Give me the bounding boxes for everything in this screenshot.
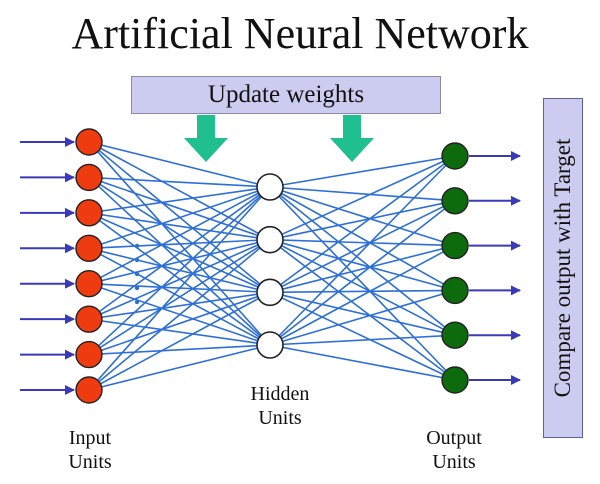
connection-input-5-hidden-1 [88,186,271,285]
connection-hidden-4-output-6 [269,344,456,381]
input-node-5 [75,270,103,298]
connection-hidden-3-output-6 [269,291,456,381]
connection-hidden-3-output-2 [269,200,456,294]
output-units-label: Output Units [394,426,514,474]
connection-input-7-hidden-1 [88,186,271,356]
connection-input-1-hidden-1 [88,141,271,188]
hidden-units-label-line1: Hidden [250,383,310,405]
ellipsis-dot-5 [134,299,140,305]
connection-hidden-2-output-4 [269,238,456,292]
connection-hidden-3-output-4 [269,289,456,294]
connection-hidden-1-output-2 [269,186,456,202]
connection-input-2-hidden-2 [88,176,271,241]
connection-input-4-hidden-1 [88,186,271,250]
output-node-1 [441,142,469,170]
connection-hidden-1-output-6 [269,186,456,381]
input-node-6 [75,305,103,333]
update-arrows-layer [184,115,374,162]
output-node-6 [441,366,469,394]
connections-layer [88,141,456,391]
diagram-title: Artificial Neural Network [71,9,529,58]
output-units-label-line2: Units [432,451,476,473]
connection-hidden-3-output-5 [269,291,456,336]
connection-input-6-hidden-2 [88,238,271,320]
connection-hidden-1-output-3 [269,186,456,247]
input-node-2 [75,163,103,192]
output-node-4 [441,276,469,305]
connection-hidden-1-output-4 [269,186,456,292]
connection-hidden-1-output-1 [269,155,456,188]
output-units-label-line1: Output [426,427,482,449]
connection-hidden-4-output-1 [269,155,456,346]
connection-input-8-hidden-4 [88,344,271,391]
connection-input-8-hidden-2 [88,239,271,391]
connection-hidden-1-output-5 [269,186,456,336]
nodes-layer [75,128,469,404]
connection-hidden-4-output-3 [269,244,456,346]
connection-input-1-hidden-2 [88,141,271,241]
connection-hidden-2-output-1 [269,155,456,241]
connection-hidden-2-output-2 [269,200,456,241]
connection-input-7-hidden-2 [88,238,271,356]
connection-input-6-hidden-1 [88,186,271,320]
input-node-7 [75,340,103,369]
input-units-label-line1: Input [68,427,112,449]
ellipsis-dots [134,243,140,305]
connection-hidden-2-output-6 [269,239,456,381]
hidden-node-2 [256,225,284,254]
connection-input-6-hidden-4 [88,318,271,346]
connection-input-8-hidden-3 [88,291,271,391]
output-node-5 [441,321,469,349]
connection-input-6-hidden-3 [88,291,271,320]
connection-hidden-4-output-4 [269,289,456,346]
ellipsis-dot-2 [134,257,140,263]
update-arrow-1 [184,115,228,162]
hidden-units-label: Hidden Units [215,382,345,430]
update-arrow-2 [330,115,374,162]
hidden-node-3 [256,278,284,307]
input-units-label-line2: Units [68,451,112,473]
hidden-units-label-line2: Units [258,407,302,429]
connection-input-3-hidden-1 [88,186,271,214]
input-node-1 [75,128,103,156]
hidden-node-1 [256,173,284,201]
connection-hidden-4-output-2 [269,200,456,346]
connection-hidden-3-output-1 [269,155,456,293]
input-units-label: Input Units [30,426,150,474]
update-weights-box: Update weights [131,76,441,114]
hidden-node-4 [256,331,284,359]
connection-input-4-hidden-2 [88,238,271,250]
connection-input-7-hidden-3 [88,291,271,356]
ellipsis-dot-1 [134,243,140,249]
ellipsis-dot-3 [134,271,140,277]
connection-input-7-hidden-4 [88,344,271,356]
input-node-8 [75,376,103,404]
ellipsis-dot-4 [134,285,140,291]
input-node-4 [75,234,103,262]
output-node-3 [441,231,469,260]
connection-hidden-4-output-5 [269,334,456,346]
input-node-3 [75,199,103,227]
arrows-layer [20,137,521,395]
compare-target-label: Compare output with Target [550,138,575,398]
connection-input-5-hidden-2 [88,238,271,285]
connection-input-3-hidden-2 [88,212,271,241]
connection-input-2-hidden-1 [88,176,271,188]
connection-hidden-2-output-5 [269,238,456,336]
connection-input-8-hidden-1 [88,186,271,391]
output-node-2 [441,187,469,215]
compare-target-box [543,98,583,438]
connection-hidden-2-output-3 [269,238,456,247]
connection-hidden-3-output-3 [269,244,456,294]
